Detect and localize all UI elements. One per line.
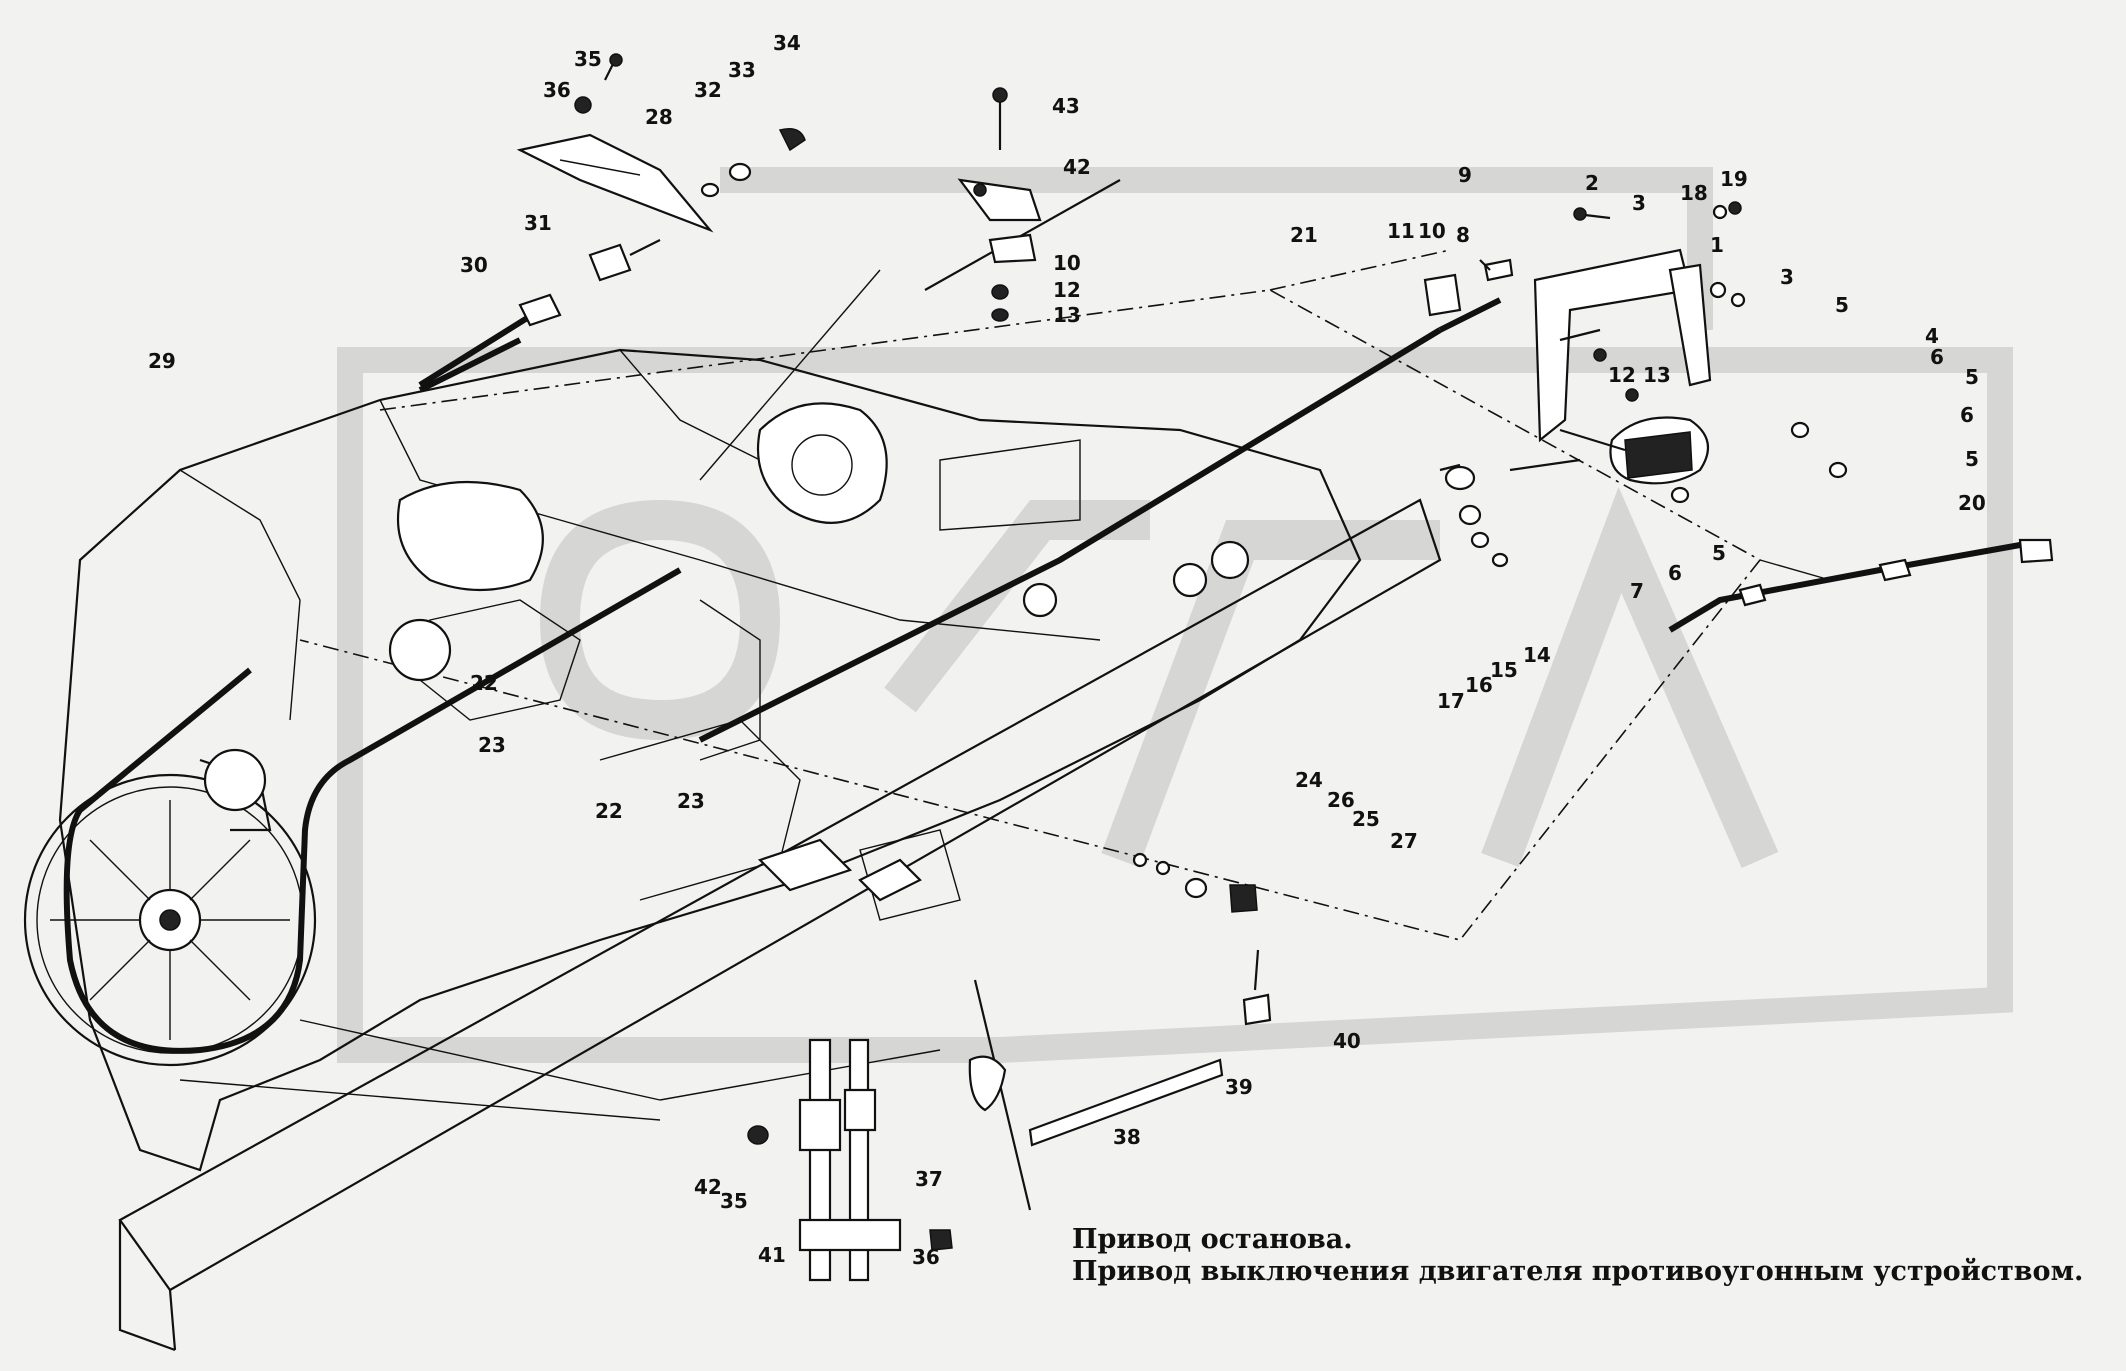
callout-20: 20: [1958, 491, 1986, 515]
callout-13: 13: [1053, 303, 1081, 327]
callout-13: 13: [1643, 363, 1671, 387]
cooling-fan: [23, 748, 317, 1067]
watermark-logo: [337, 167, 2013, 1063]
callout-5: 5: [1712, 541, 1726, 565]
callout-2: 2: [1585, 171, 1599, 195]
callout-3: 3: [1780, 265, 1794, 289]
callout-36: 36: [912, 1245, 940, 1269]
callout-9: 9: [1458, 163, 1472, 187]
lower-clamps-assembly: [747, 852, 1272, 1282]
callout-23: 23: [677, 789, 705, 813]
callout-42: 42: [1063, 155, 1091, 179]
callout-26: 26: [1327, 788, 1355, 812]
callout-23: 23: [478, 733, 506, 757]
callout-40: 40: [1333, 1029, 1361, 1053]
callout-28: 28: [645, 105, 673, 129]
callout-39: 39: [1225, 1075, 1253, 1099]
callout-22: 22: [470, 671, 498, 695]
anti-theft-actuator-assembly: [1423, 201, 1848, 568]
cable-20: [1668, 538, 2054, 633]
callout-10: 10: [1053, 251, 1081, 275]
callout-16: 16: [1465, 673, 1493, 697]
callout-36: 36: [543, 78, 571, 102]
callout-12: 12: [1053, 278, 1081, 302]
callout-31: 31: [524, 211, 552, 235]
callout-15: 15: [1490, 658, 1518, 682]
cable-21: [698, 297, 1502, 743]
callout-21: 21: [1290, 223, 1318, 247]
callout-labels: 1 2 3 3 4 5 5 5 5 6 6 6 7 8 9 10 10 11 1…: [148, 31, 1986, 1269]
callout-35: 35: [720, 1189, 748, 1213]
cable-30: [418, 293, 562, 388]
caption-line-1: Привод останова.: [1072, 1224, 1353, 1255]
callout-19: 19: [1720, 167, 1748, 191]
callout-5: 5: [1965, 447, 1979, 471]
callout-35: 35: [574, 47, 602, 71]
callout-17: 17: [1437, 689, 1465, 713]
caption-line-2: Привод выключения двигателя противоугонн…: [1072, 1256, 2083, 1287]
callout-6: 6: [1960, 403, 1974, 427]
callout-11: 11: [1387, 219, 1415, 243]
callout-43: 43: [1052, 94, 1080, 118]
callout-18: 18: [1680, 181, 1708, 205]
callout-3: 3: [1632, 191, 1646, 215]
callout-42: 42: [694, 1175, 722, 1199]
figure-caption: Привод останова. Привод выключения двига…: [1072, 1224, 2083, 1287]
cable-clamp-bracket: [924, 87, 1121, 322]
callout-5: 5: [1835, 293, 1849, 317]
leader-lines: [179, 269, 1831, 1121]
callout-22: 22: [595, 799, 623, 823]
callout-12: 12: [1608, 363, 1636, 387]
callout-38: 38: [1113, 1125, 1141, 1149]
callout-25: 25: [1352, 807, 1380, 831]
callout-30: 30: [460, 253, 488, 277]
callout-37: 37: [915, 1167, 943, 1191]
callout-33: 33: [728, 58, 756, 82]
callout-4: 4: [1925, 324, 1939, 348]
callout-32: 32: [694, 78, 722, 102]
stop-lever-assembly: [516, 53, 806, 282]
callout-5: 5: [1965, 365, 1979, 389]
callout-1: 1: [1710, 233, 1724, 257]
callout-27: 27: [1390, 829, 1418, 853]
callout-6: 6: [1930, 345, 1944, 369]
callout-41: 41: [758, 1243, 786, 1267]
cable-29: [63, 337, 682, 1054]
callout-34: 34: [773, 31, 801, 55]
callout-10: 10: [1418, 219, 1446, 243]
callout-6: 6: [1668, 561, 1682, 585]
callout-8: 8: [1456, 223, 1470, 247]
callout-29: 29: [148, 349, 176, 373]
callout-24: 24: [1295, 768, 1323, 792]
callout-7: 7: [1630, 579, 1644, 603]
callout-14: 14: [1523, 643, 1551, 667]
